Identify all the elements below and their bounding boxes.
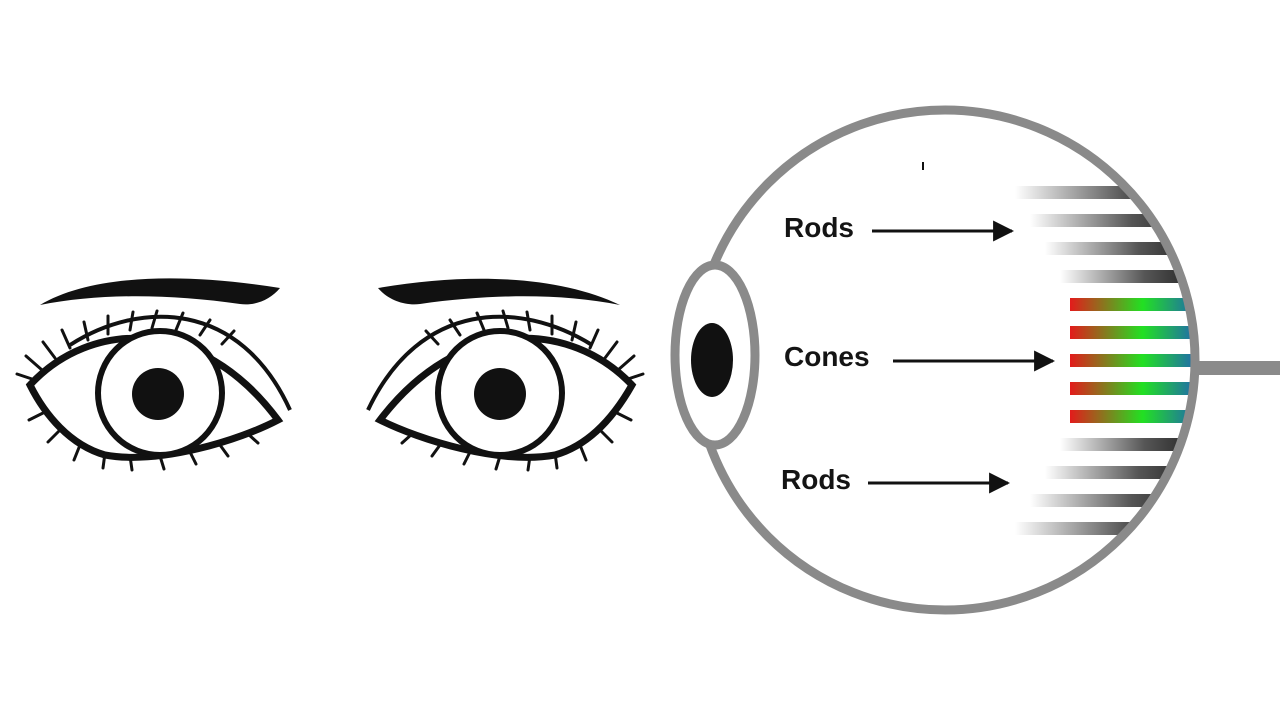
right-eyelashes: [400, 309, 645, 472]
right-eye: [366, 278, 645, 472]
lens-pupil: [691, 323, 733, 397]
cone-band: [1070, 382, 1195, 395]
left-eye: [15, 278, 292, 472]
right-eyelid-crease: [366, 314, 594, 411]
cones-label: Cones: [784, 341, 870, 372]
cone-band: [1070, 354, 1195, 367]
rods-upper-group: [1015, 186, 1195, 283]
right-eyebrow: [378, 278, 620, 305]
cone-band: [1070, 298, 1195, 311]
rod-band: [1060, 438, 1195, 451]
rod-band: [1015, 186, 1195, 199]
rods-upper-label: Rods: [784, 212, 854, 243]
cone-band: [1070, 410, 1195, 423]
eyeball-cross-section-icon: Rods Cones Rods: [670, 105, 1280, 615]
rod-band: [1045, 466, 1195, 479]
rod-band: [1030, 494, 1195, 507]
rod-band: [1045, 242, 1195, 255]
rod-band: [1030, 214, 1195, 227]
pair-of-eyes-icon: [15, 278, 645, 472]
left-pupil: [132, 368, 184, 420]
rods-lower-label: Rods: [781, 464, 851, 495]
cones-group: [1070, 298, 1195, 423]
rods-lower-group: [1015, 438, 1195, 535]
optic-nerve: [1195, 361, 1280, 375]
left-eyelid-crease: [68, 314, 292, 411]
rod-band: [1015, 522, 1195, 535]
rod-band: [1060, 270, 1195, 283]
cone-band: [1070, 326, 1195, 339]
right-pupil: [474, 368, 526, 420]
left-eyebrow: [40, 278, 280, 305]
left-eyelashes: [15, 309, 260, 472]
